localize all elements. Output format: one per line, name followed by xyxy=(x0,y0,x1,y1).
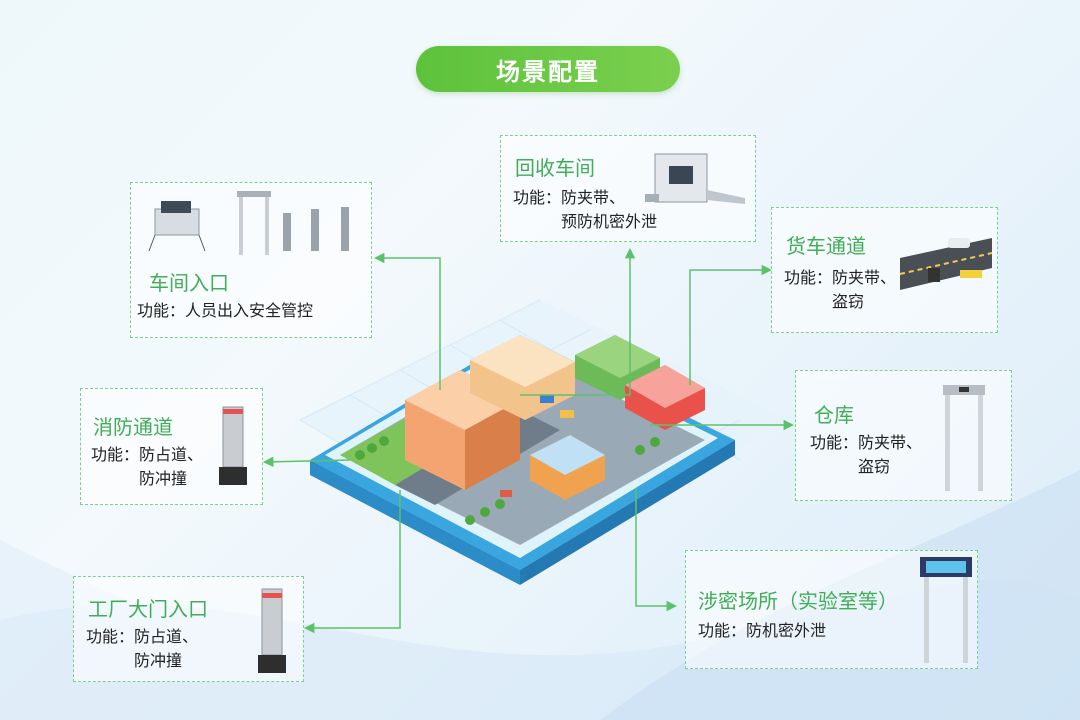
security-scanner-and-gates-icon xyxy=(148,191,349,255)
card-function-line2: 防冲撞 xyxy=(139,469,188,488)
walk-through-metal-detector-icon xyxy=(943,385,985,491)
card-function-line1: 功能：防夹带、 xyxy=(784,268,897,287)
card-truck-channel: 货车通道 功能：防夹带、 盗窃 xyxy=(771,207,998,333)
card-fire-channel: 消防通道 功能：防占道、 防冲撞 xyxy=(80,388,263,505)
card-function-line2: 盗窃 xyxy=(832,292,865,311)
card-function-line1: 功能：防占道、 xyxy=(86,627,199,646)
card-function-line2: 盗窃 xyxy=(858,457,891,476)
card-function: 功能：防夹带、 预防机密外泄 xyxy=(513,186,657,234)
card-function-line2: 防冲撞 xyxy=(134,651,183,670)
page-title: 场景配置 xyxy=(416,46,680,92)
bollard-icon xyxy=(219,406,247,485)
card-function: 功能：防夹带、 盗窃 xyxy=(810,431,922,479)
card-function: 功能：防夹带、 盗窃 xyxy=(784,266,896,314)
card-function-line1: 功能：防夹带、 xyxy=(810,433,923,452)
card-title: 仓库 xyxy=(814,403,854,427)
bollard-icon xyxy=(258,588,286,673)
card-classified-site: 涉密场所（实验室等） 功能：防机密外泄 xyxy=(685,550,978,669)
card-title: 工厂大门入口 xyxy=(88,597,208,621)
card-title: 车间入口 xyxy=(149,271,229,295)
card-function: 功能：防占道、 防冲撞 xyxy=(86,625,198,673)
card-function-line1: 功能：防夹带、 xyxy=(513,188,626,207)
card-factory-gate: 工厂大门入口 功能：防占道、 防冲撞 xyxy=(73,576,304,682)
card-function: 功能：防机密外泄 xyxy=(698,621,827,640)
card-workshop-entrance: 车间入口 功能：人员出入安全管控 xyxy=(130,182,372,338)
screen-metal-detector-icon xyxy=(920,557,972,663)
card-warehouse: 仓库 功能：防夹带、 盗窃 xyxy=(795,370,1012,501)
card-title: 回收车间 xyxy=(515,156,595,180)
card-function-line2: 预防机密外泄 xyxy=(561,212,658,231)
under-vehicle-inspection-icon xyxy=(899,238,993,290)
card-function: 功能：人员出入安全管控 xyxy=(137,301,314,320)
card-function: 功能：防占道、 防冲撞 xyxy=(91,443,203,491)
card-function-line1: 功能：防占道、 xyxy=(91,445,204,464)
xray-scanner-icon xyxy=(645,153,745,204)
card-recycle-workshop: 回收车间 功能：防夹带、 预防机密外泄 xyxy=(500,135,756,242)
card-title: 货车通道 xyxy=(786,234,866,258)
card-title: 消防通道 xyxy=(93,415,173,439)
card-title: 涉密场所（实验室等） xyxy=(698,589,898,613)
